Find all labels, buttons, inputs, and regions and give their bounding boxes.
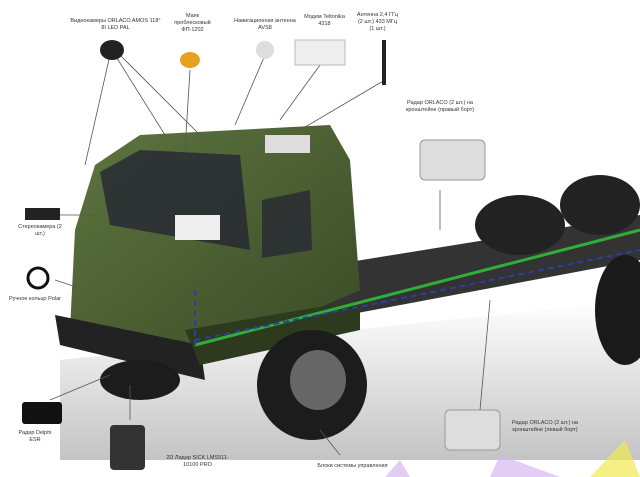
devices: [22, 39, 501, 470]
label-beacon: Маяк проблесковый ФП-1202: [174, 13, 211, 33]
nav-antenna-icon: [256, 41, 274, 59]
antenna-icon: [382, 40, 386, 85]
chassis: [300, 175, 640, 365]
camera-box: [175, 215, 220, 240]
bumper: [55, 315, 205, 380]
lidar-icon: [110, 425, 145, 470]
cab: [55, 125, 360, 380]
radar-delphi-icon: [22, 402, 62, 424]
stereo-camera-icon: [25, 208, 60, 220]
label-camera: Видеокамеры ORLACO AMOS 118° 8I LED PAL: [70, 18, 161, 31]
radar-cones: [385, 440, 640, 477]
label-radar-delphi: Радар Delphi ESR: [18, 430, 52, 443]
radar-right-icon: [419, 139, 486, 181]
side-window: [262, 190, 312, 258]
label-control-units: Блоки системы управления: [317, 463, 388, 469]
label-antenna: Антенна 2,4 ГГц (2 шт.) 433 МГц (1 шт.): [356, 12, 399, 32]
hand-ring-icon: [26, 266, 50, 290]
radar-left-icon: [444, 409, 501, 451]
modem-icon: [294, 39, 346, 66]
route-line-blue: [194, 249, 640, 341]
label-radar-left: Радар ORLACO (2 шт.) на кронштейне (левы…: [512, 420, 578, 433]
camera-icon: [100, 40, 124, 60]
label-radar-right: Радар ORLACO (2 шт.) на кронштейне (прав…: [405, 100, 475, 113]
wheels: [100, 330, 367, 440]
label-nav-antenna: Навигационная антенна AVS8: [234, 18, 296, 31]
label-hand-ring: Ручное кольцо Polar: [9, 296, 61, 302]
label-stereo-camera: Стереокамера (2 шт.): [18, 224, 62, 237]
label-lidar: 2D Лидар SICK LMS511-10100 PRO: [166, 455, 229, 468]
roof-box: [265, 135, 310, 153]
leader-lines: [49, 54, 491, 456]
beacon-icon: [180, 52, 200, 68]
label-modem: Модем Teltonika 4318: [304, 14, 345, 27]
